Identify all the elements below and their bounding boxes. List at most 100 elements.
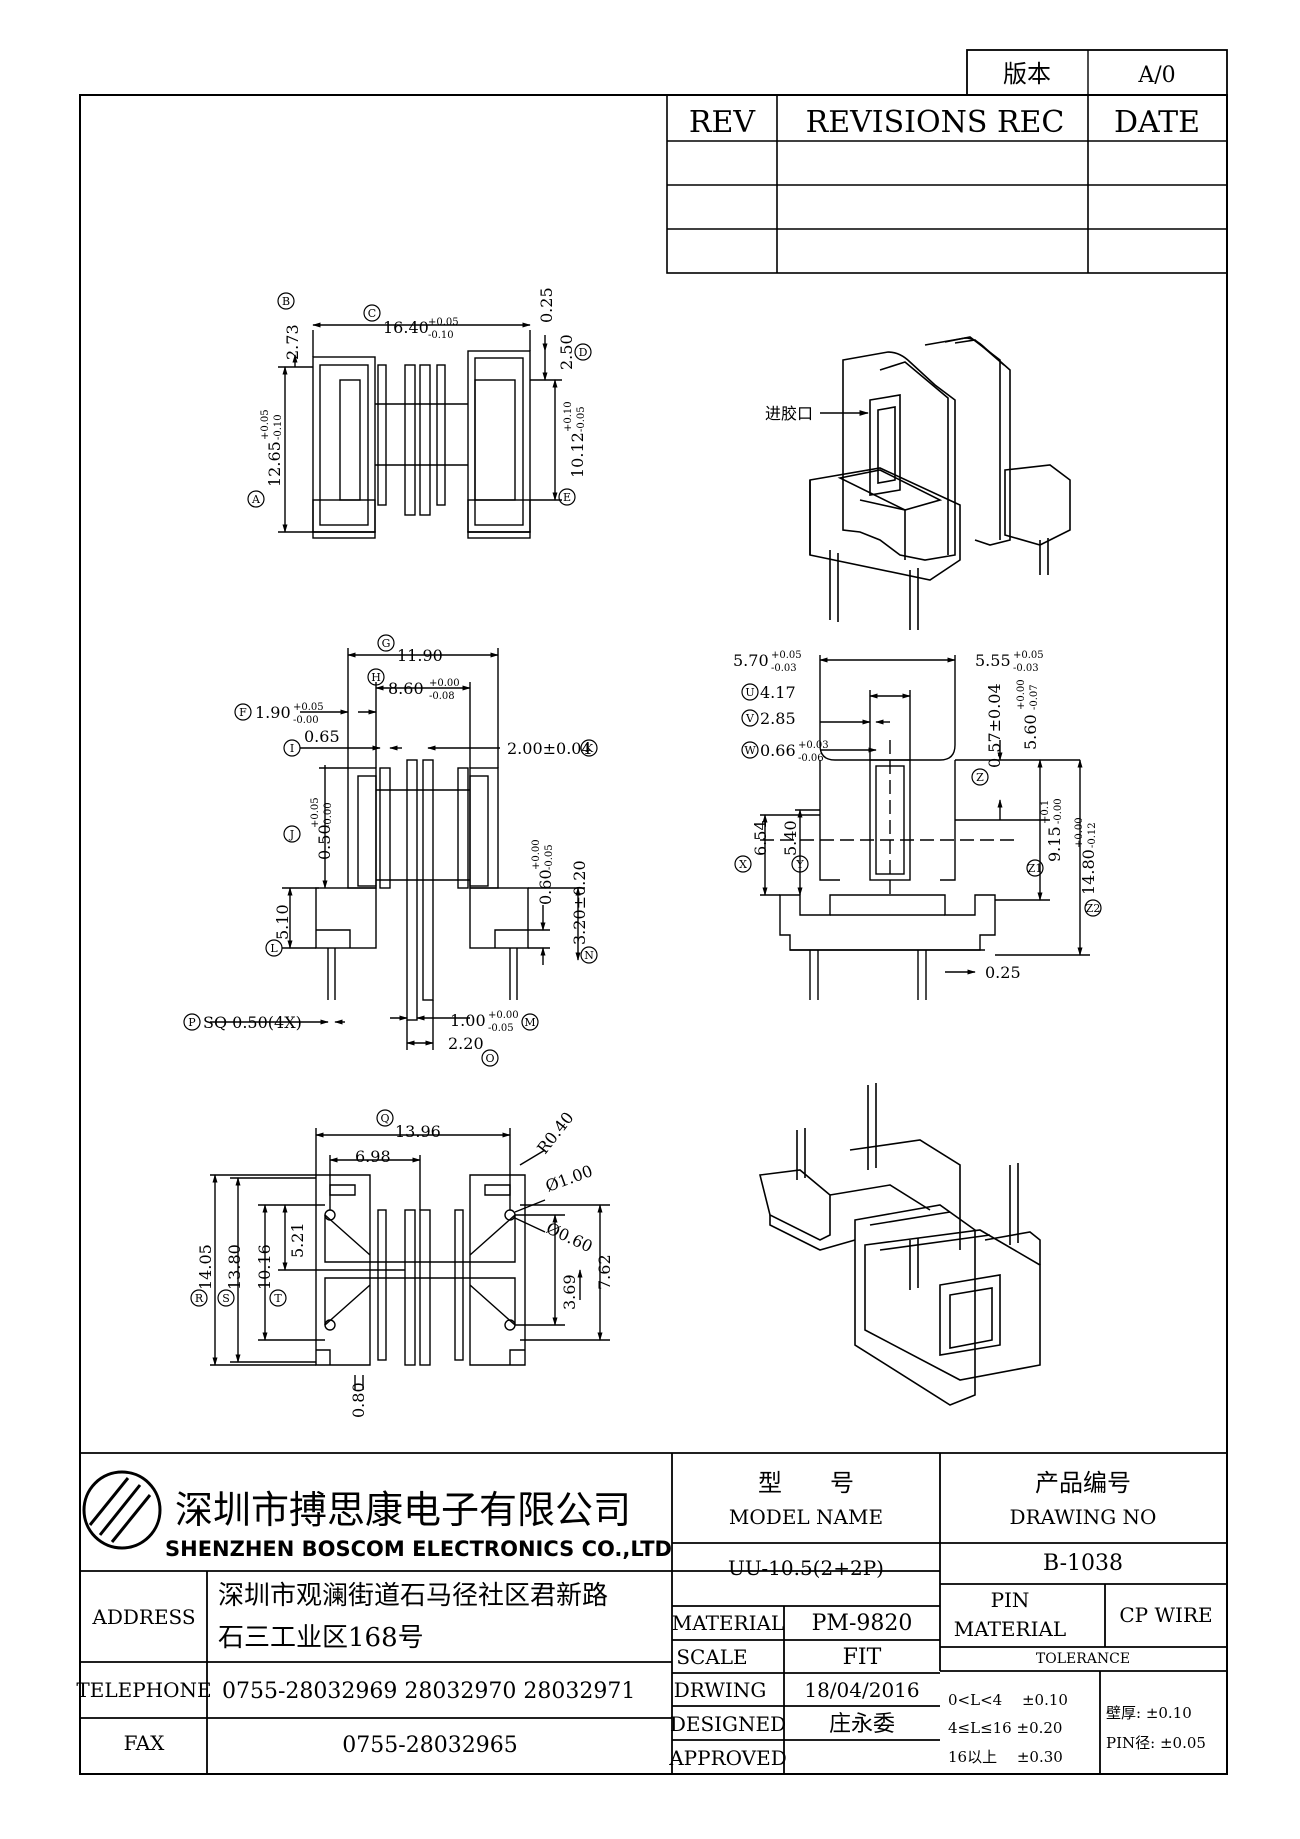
- view-side: [210, 648, 585, 1050]
- dim-E-tol-upper: +0.10: [563, 401, 574, 432]
- wall-tolerance: 壁厚: ±0.10: [1106, 1704, 1192, 1722]
- fax-value: 0755-28032965: [342, 1733, 517, 1758]
- dim-5.60-tol-upper: +0.00: [1016, 679, 1027, 710]
- dim-dia-0.60: Ø0.60: [543, 1218, 595, 1256]
- dim-H-tol-lower: -0.08: [429, 691, 455, 702]
- material-label: MATERIAL: [672, 1611, 784, 1635]
- dim-T: 10.16: [255, 1244, 274, 1290]
- dim-Z2: 14.80: [1079, 849, 1098, 895]
- view-iso-top: [809, 336, 1071, 630]
- dim-K: 2.00±0.04: [507, 739, 592, 758]
- gate-label: 进胶口: [765, 404, 813, 423]
- title-block: [80, 1452, 1227, 1774]
- dim-G: 11.90: [397, 646, 443, 665]
- svg-text:I: I: [290, 742, 294, 755]
- dim-P: SQ 0.50(4X): [203, 1013, 302, 1032]
- view-bottom: [210, 1128, 610, 1390]
- svg-text:J: J: [289, 828, 294, 841]
- dim-A-tol-upper: +0.05: [260, 409, 271, 440]
- dim-F-tol-lower: -0.00: [293, 715, 319, 726]
- svg-text:T: T: [274, 1292, 282, 1305]
- dim-R0.40: R0.40: [533, 1108, 577, 1157]
- svg-text:C: C: [368, 307, 376, 320]
- svg-text:V: V: [745, 712, 755, 725]
- dim-A-tol-lower: -0.10: [273, 414, 284, 440]
- dim-N: 3.20±0.20: [570, 860, 589, 945]
- dim-J-tol-lower: -0.00: [323, 802, 334, 828]
- sheet-border: [79, 94, 1228, 1775]
- svg-text:Z: Z: [976, 771, 984, 784]
- fax-label: FAX: [124, 1731, 166, 1755]
- dim-Z1: 9.15: [1045, 826, 1064, 862]
- dim-C: 16.40: [383, 318, 429, 337]
- svg-text:Z2: Z2: [1086, 902, 1101, 915]
- svg-text:P: P: [188, 1016, 196, 1029]
- pin-material-label-1: PIN: [991, 1588, 1030, 1612]
- telephone-value: 0755-28032969 28032970 28032971: [222, 1679, 635, 1704]
- svg-text:Y: Y: [795, 858, 804, 871]
- dim-H-tol-upper: +0.00: [429, 678, 460, 689]
- dim-5.60: 5.60: [1021, 714, 1040, 750]
- tolerance-label: TOLERANCE: [1036, 1651, 1130, 1667]
- dim-H: 8.60: [388, 679, 424, 698]
- revisions-rec-header: REVISIONS REC: [806, 105, 1065, 140]
- dim-V: 2.85: [760, 709, 796, 728]
- dim-5.70: 5.70: [733, 651, 769, 670]
- dim-S: 13.80: [225, 1244, 244, 1290]
- dim-6.98: 6.98: [355, 1147, 391, 1166]
- svg-text:D: D: [579, 346, 588, 359]
- dim-3.69: 3.69: [560, 1274, 579, 1310]
- address-label: ADDRESS: [91, 1605, 195, 1629]
- tolerance-row-2: 4≤L≤16 ±0.20: [948, 1719, 1062, 1737]
- model-value: UU-10.5(2+2P): [728, 1556, 884, 1580]
- dim-Z2-tol-lower: -0.12: [1087, 822, 1098, 848]
- svg-text:Q: Q: [380, 1112, 389, 1125]
- svg-text:S: S: [222, 1292, 230, 1305]
- svg-text:X: X: [739, 858, 747, 871]
- drwing-label: DRWING: [674, 1678, 767, 1702]
- dim-0.80: 0.80: [349, 1382, 368, 1418]
- dim-M: 1.00: [450, 1011, 486, 1030]
- dim-W-tol-upper: +0.03: [798, 740, 829, 751]
- telephone-label: TELEPHONE: [76, 1678, 211, 1702]
- rev-header: REV: [689, 105, 756, 140]
- dim-O: 2.20: [448, 1034, 484, 1053]
- svg-text:O: O: [485, 1052, 494, 1065]
- version-label: 版本: [1003, 60, 1051, 88]
- revisions-table: [666, 94, 1228, 274]
- dim-E-tol-lower: -0.05: [576, 406, 587, 432]
- dim-5.55: 5.55: [975, 651, 1011, 670]
- tolerance-row-3: 16以上 ±0.30: [948, 1748, 1063, 1766]
- address-line1: 深圳市观澜街道石马径社区君新路: [218, 1581, 608, 1611]
- dim-0.60-tol-lower: -0.05: [544, 844, 555, 870]
- drwing-value: 18/04/2016: [804, 1678, 919, 1702]
- drawing-no-cn: 产品编号: [1035, 1469, 1131, 1497]
- dim-L: 5.10: [273, 904, 292, 940]
- dim-D: 2.50: [557, 334, 576, 370]
- dim-5.70-tol-lower: -0.03: [771, 663, 797, 674]
- dim-Z1-tol-upper: +0.1: [1040, 800, 1051, 824]
- dim-R: 14.05: [196, 1244, 215, 1290]
- company-name-en: SHENZHEN BOSCOM ELECTRONICS CO.,LTD: [165, 1537, 672, 1561]
- dim-5.55-tol-upper: +0.05: [1013, 650, 1044, 661]
- company-name-cn: 深圳市搏思康电子有限公司: [175, 1488, 631, 1532]
- dim-7.62: 7.62: [595, 1254, 614, 1290]
- pin-material-label-2: MATERIAL: [954, 1617, 1066, 1641]
- svg-text:R: R: [195, 1292, 204, 1305]
- dim-B: 2.73: [283, 324, 302, 360]
- dim-Z1-tol-lower: -0.00: [1053, 798, 1064, 824]
- view-front: [278, 322, 562, 539]
- svg-text:Z1: Z1: [1028, 862, 1043, 875]
- dim-Y: 5.40: [781, 820, 800, 856]
- dim-5.60-tol-lower: -0.07: [1029, 684, 1040, 710]
- scale-value: FIT: [843, 1645, 882, 1670]
- approved-label: APPROVED: [668, 1746, 787, 1770]
- dim-C-tol-upper: +0.05: [428, 317, 459, 328]
- address-line2: 石三工业区168号: [218, 1623, 424, 1653]
- pin-dia-tolerance: PIN径: ±0.05: [1106, 1734, 1206, 1752]
- svg-text:G: G: [382, 637, 391, 650]
- dim-0.25-end: 0.25: [985, 963, 1021, 982]
- svg-text:E: E: [563, 491, 571, 504]
